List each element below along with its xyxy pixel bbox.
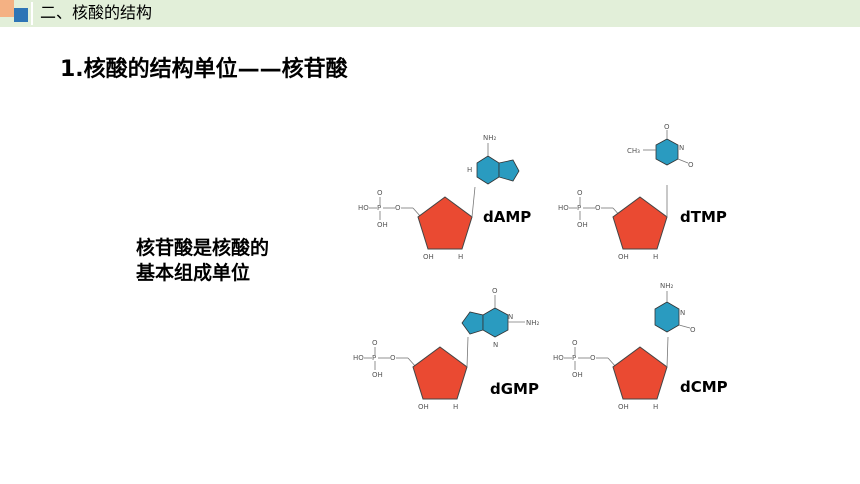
description: 核苷酸是核酸的 基本组成单位 — [136, 236, 269, 286]
molecule-dgmp: HO P O O OH OH H O NH₂ N N dGMP — [350, 285, 550, 425]
atom-label: NH₂ — [526, 319, 540, 327]
atom-label: NH₂ — [660, 282, 674, 290]
description-line-2: 基本组成单位 — [136, 262, 251, 284]
atom-label: HO — [358, 204, 369, 212]
atom-label: P — [577, 204, 581, 212]
atom-label: OH — [577, 221, 588, 229]
atom-label: O — [688, 161, 694, 169]
molecule-label: dAMP — [483, 208, 532, 226]
deoxyribose-pentagon — [412, 346, 468, 400]
molecule-label: dCMP — [680, 378, 728, 396]
atom-label: H — [653, 253, 658, 261]
pyrimidine-ring — [654, 301, 680, 333]
molecule-damp: HO P O O OH OH H NH₂ H dAMP — [355, 125, 535, 265]
atom-label: O — [590, 354, 596, 362]
atom-label: O — [372, 339, 378, 347]
purine-six-ring — [476, 155, 500, 185]
atom-label: P — [572, 354, 576, 362]
atom-label: N — [508, 313, 513, 321]
atom-label: HO — [558, 204, 569, 212]
atom-label: OH — [572, 371, 583, 379]
atom-label: O — [577, 189, 583, 197]
section-title: 二、核酸的结构 — [40, 3, 153, 22]
dtmp-structure-diagram: HO P O O OH OH H CH₃ O O N — [558, 123, 694, 261]
atom-label: O — [395, 204, 401, 212]
atom-label: HO — [353, 354, 364, 362]
logo-square-orange — [0, 0, 14, 17]
purine-five-ring — [461, 311, 484, 335]
atom-label: OH — [377, 221, 388, 229]
logo-square-blue — [14, 8, 28, 22]
molecule-dcmp: HO P O O OH OH H NH₂ O N dCMP — [550, 275, 730, 425]
deoxyribose-pentagon — [417, 196, 473, 250]
atom-label: OH — [423, 253, 434, 261]
atom-label: O — [572, 339, 578, 347]
deoxyribose-pentagon — [612, 346, 668, 400]
dcmp-structure-diagram: HO P O O OH OH H NH₂ O N — [553, 282, 696, 411]
atom-label: N — [493, 341, 498, 349]
atom-label: P — [377, 204, 381, 212]
atom-label: OH — [618, 253, 629, 261]
atom-label: O — [390, 354, 396, 362]
atom-label: O — [595, 204, 601, 212]
atom-label: O — [377, 189, 383, 197]
purine-six-ring — [482, 307, 509, 338]
atom-label: NH₂ — [483, 134, 497, 142]
atom-label: O — [492, 287, 498, 295]
molecule-dtmp: HO P O O OH OH H CH₃ O O N dTMP — [555, 123, 735, 265]
atom-label: H — [458, 253, 463, 261]
atom-label: HO — [553, 354, 564, 362]
deoxyribose-pentagon — [612, 196, 668, 250]
atom-label: P — [372, 354, 376, 362]
atom-label: H — [653, 403, 658, 411]
molecule-label: dTMP — [680, 208, 727, 226]
header-divider — [31, 2, 33, 25]
atom-label: OH — [618, 403, 629, 411]
page-title: 1.核酸的结构单位——核苷酸 — [60, 57, 348, 82]
atom-label: N — [680, 309, 685, 317]
atom-label: N — [679, 144, 684, 152]
pyrimidine-ring — [655, 138, 679, 166]
atom-label: H — [453, 403, 458, 411]
atom-label: OH — [418, 403, 429, 411]
purine-five-ring — [498, 159, 520, 182]
atom-label: H — [467, 166, 472, 174]
atom-label: O — [664, 123, 670, 131]
molecule-label: dGMP — [490, 380, 539, 398]
atom-label: OH — [372, 371, 383, 379]
description-line-1: 核苷酸是核酸的 — [136, 237, 270, 259]
damp-structure-diagram: HO P O O OH OH H NH₂ H — [358, 134, 520, 261]
header-bar — [0, 0, 860, 27]
dgmp-structure-diagram: HO P O O OH OH H O NH₂ N N — [353, 287, 540, 411]
atom-label: O — [690, 326, 696, 334]
atom-label: CH₃ — [627, 147, 640, 155]
